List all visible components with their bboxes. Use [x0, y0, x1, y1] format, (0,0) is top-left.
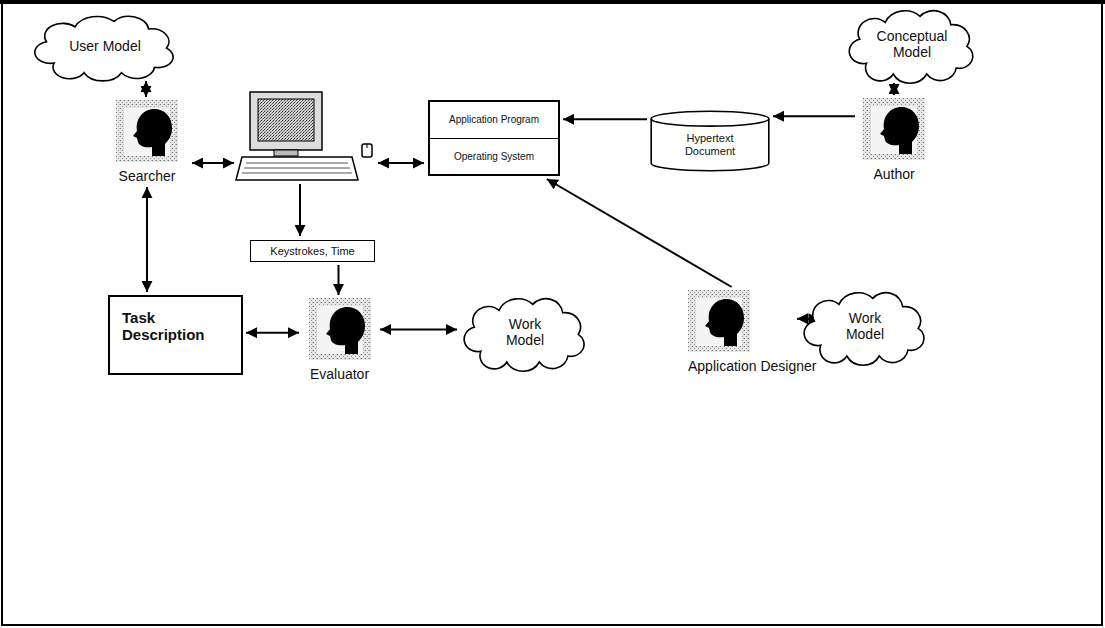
model-cloud: Work Model	[460, 296, 590, 368]
model-cloud: User Model	[30, 14, 180, 78]
flow-arrow	[246, 332, 299, 334]
person-figure	[309, 298, 371, 360]
flow-arrow	[338, 265, 340, 295]
flow-arrow	[773, 115, 855, 117]
flow-arrow	[380, 329, 457, 331]
person-figure	[116, 100, 178, 162]
model-cloud: Conceptual Model	[845, 8, 979, 80]
flow-arrow	[563, 118, 647, 120]
person-icon: Application Designer	[688, 290, 816, 374]
node-label: Task Description	[122, 309, 222, 344]
role-label: Author	[873, 166, 914, 182]
person-figure	[688, 290, 750, 352]
node-label: Work Model	[495, 316, 555, 348]
person-figure	[863, 98, 925, 160]
process-box: Task Description	[108, 295, 243, 375]
node-label: Operating System	[430, 139, 558, 175]
process-box: Application ProgramOperating System	[428, 100, 560, 176]
node-label: Hypertext Document	[680, 132, 740, 157]
node-label: Conceptual Model	[869, 28, 955, 60]
flow-arrow	[145, 81, 147, 97]
model-cloud: Work Model	[800, 290, 930, 362]
document-store: Hypertext Document	[650, 110, 770, 172]
role-label: Searcher	[119, 168, 176, 184]
process-box: Keystrokes, Time	[250, 240, 375, 262]
flow-arrow	[547, 179, 732, 287]
frame-top	[0, 0, 1105, 4]
node-label: Work Model	[835, 310, 895, 342]
person-icon: Searcher	[112, 100, 182, 184]
role-label: Evaluator	[310, 366, 369, 382]
node-label: User Model	[69, 38, 141, 54]
computer-illustration	[236, 92, 372, 180]
person-icon: Author	[858, 98, 930, 182]
computer-arrows	[192, 163, 424, 236]
role-label: Application Designer	[688, 358, 816, 374]
person-icon: Evaluator	[302, 298, 377, 382]
flow-arrow	[893, 83, 895, 95]
flow-arrow	[146, 187, 148, 292]
node-label: Application Program	[430, 102, 558, 139]
node-label: Keystrokes, Time	[270, 245, 354, 258]
